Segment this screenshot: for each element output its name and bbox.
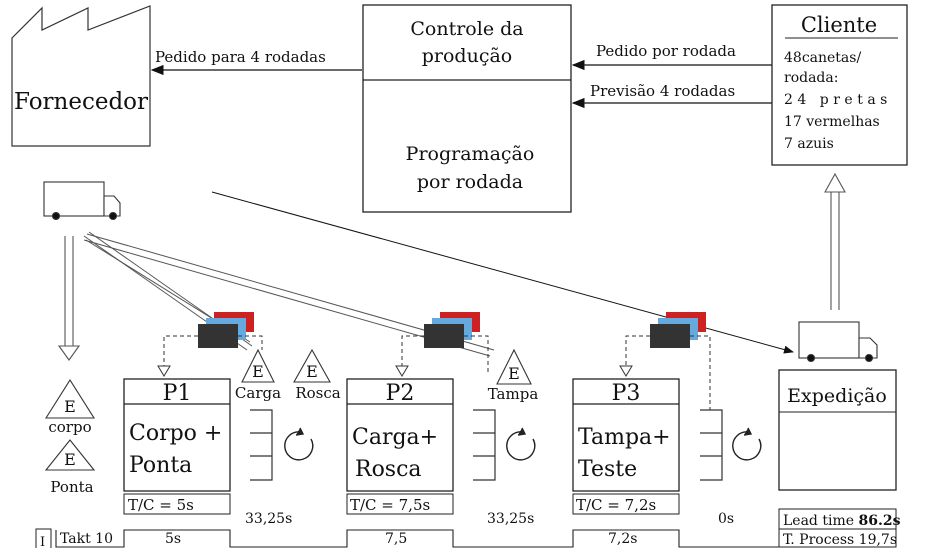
supplier-order-label: Pedido para 4 rodadas <box>155 48 326 66</box>
tc-box-p3 <box>572 493 680 515</box>
inventory-triangles <box>44 348 532 471</box>
customer-line-5: 7 azuis <box>784 136 834 152</box>
customer-order-label: Pedido por rodada <box>596 42 736 60</box>
supplier-truck-icon <box>43 181 121 221</box>
takt-label: Takt 10 <box>60 531 113 547</box>
process-p1-id: P1 <box>163 381 192 406</box>
customer-line-4: 17 vermelhas <box>784 114 880 130</box>
customer-line-3: 24 pretas <box>784 92 892 108</box>
customer-forecast-label: Previsão 4 rodadas <box>590 82 735 100</box>
timeline-value-4: 33,25s <box>487 511 534 527</box>
inventory-marker-corpo: E <box>64 397 76 416</box>
kanban-cards-2-icon <box>424 312 480 348</box>
timeline-line <box>55 529 779 548</box>
lead-time-box <box>778 508 897 548</box>
customer-line-2: rodada: <box>784 70 838 86</box>
supplier-factory-icon <box>11 5 151 147</box>
takt-marker: I <box>40 535 45 548</box>
inventory-marker-rosca: E <box>306 362 318 381</box>
shipment-up-arrow <box>824 172 846 310</box>
shipping-box <box>778 369 897 491</box>
supplier-label: Fornecedor <box>14 89 148 115</box>
lead-time-label-text: Lead time <box>783 513 854 529</box>
supermarket-icons <box>250 409 723 481</box>
inventory-marker-carga: E <box>252 362 264 381</box>
production-control-box <box>362 4 572 213</box>
inventory-label-carga: Carga <box>235 384 281 402</box>
inventory-marker-ponta: E <box>64 450 76 469</box>
timeline-value-1: 5s <box>165 531 181 547</box>
process-p2-line2: Rosca <box>355 457 422 482</box>
inventory-label-tampa: Tampa <box>488 385 539 403</box>
tc-box-p2 <box>346 493 454 515</box>
tc-p1: T/C = 5s <box>128 496 194 514</box>
kanban-signal-lines <box>163 335 711 410</box>
total-process-time: T. Process 19,7s <box>783 532 897 548</box>
withdrawal-cycle-icons <box>284 427 762 461</box>
shipping-label: Expedição <box>787 385 887 407</box>
supplier-down-arrow <box>57 236 81 361</box>
timeline-value-3: 7,5 <box>385 531 407 547</box>
tc-p2: T/C = 7,5s <box>350 496 430 514</box>
process-box-p2 <box>346 378 454 492</box>
process-box-p1 <box>123 378 231 492</box>
process-p3-line1: Tampa+ <box>578 425 671 450</box>
inventory-label-rosca: Rosca <box>295 384 340 402</box>
timeline-value-5: 7,2s <box>608 531 637 547</box>
process-p2-line1: Carga+ <box>352 425 438 450</box>
timeline-value-6: 0s <box>718 511 734 527</box>
process-p1-line2: Ponta <box>129 453 192 478</box>
control-title-line2: produção <box>422 45 513 67</box>
process-p2-id: P2 <box>386 381 415 406</box>
kanban-cards-1-icon <box>198 312 254 348</box>
shipping-truck-icon <box>798 321 878 363</box>
customer-box <box>771 4 908 166</box>
process-p3-line2: Teste <box>578 457 637 482</box>
timeline-value-2: 33,25s <box>245 511 292 527</box>
kanban-cards-3-icon <box>650 312 706 348</box>
control-sub-line2: por rodada <box>417 171 523 193</box>
lead-time-label: Lead time 86.2s <box>783 513 901 529</box>
tc-box-p1 <box>123 493 231 515</box>
tc-p3: T/C = 7,2s <box>576 496 656 514</box>
inventory-marker-tampa: E <box>508 364 520 383</box>
customer-line-1: 48canetas/ <box>784 50 861 66</box>
lead-time-value: 86.2s <box>858 513 900 529</box>
process-box-p3 <box>572 378 680 492</box>
inventory-label-ponta: Ponta <box>50 478 93 496</box>
inventory-label-corpo: corpo <box>48 418 91 436</box>
takt-marker-box <box>35 528 52 548</box>
control-title-line1: Controle da <box>410 18 523 40</box>
customer-title: Cliente <box>801 13 877 37</box>
control-sub-line1: Programação <box>406 143 535 165</box>
process-p1-line1: Corpo + <box>129 421 222 446</box>
process-p3-id: P3 <box>612 381 641 406</box>
kanban-arrow-heads <box>157 365 633 377</box>
